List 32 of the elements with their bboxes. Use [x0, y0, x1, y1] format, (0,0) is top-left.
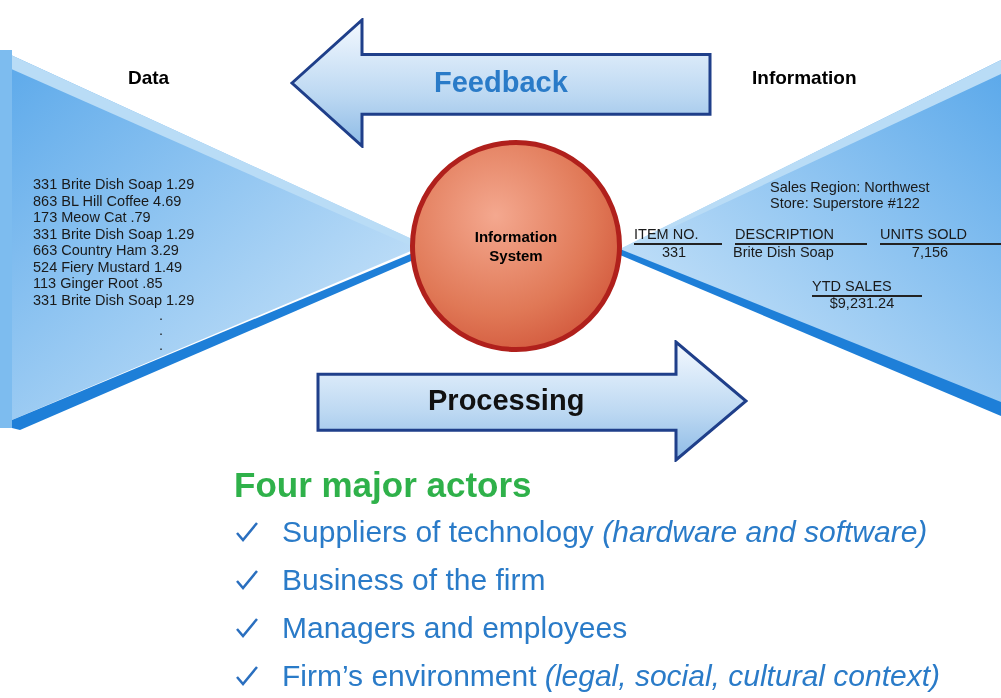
report-text: Brite Dish Soap — [733, 244, 834, 261]
data-record: 173 Meow Cat .79 — [33, 209, 152, 226]
panel-heading: Data — [128, 66, 170, 90]
report-text: Store: Superstore #122 — [770, 195, 920, 212]
panel-heading: Information — [752, 66, 857, 90]
data-record: 331 Brite Dish Soap 1.29 — [33, 291, 195, 308]
ellipsis-dot: . — [159, 308, 165, 323]
data-record: 524 Fiery Mustard 1.49 — [33, 258, 184, 275]
list-item: Business of the firm — [282, 562, 546, 598]
data-record: 663 Country Ham 3.29 — [33, 242, 180, 259]
report-text: $9,231.24 — [828, 295, 896, 312]
report-text: Sales Region: Northwest — [770, 179, 930, 196]
column-header: ITEM NO. — [634, 226, 722, 245]
data-record: 331 Brite Dish Soap 1.29 — [33, 176, 195, 193]
column-header: UNITS SOLD — [880, 226, 1001, 245]
list-item: Firm’s environment (legal, social, cultural context) — [282, 658, 941, 694]
report-text: 7,156 — [910, 244, 950, 261]
edge-label: Feedback — [434, 65, 568, 99]
column-header: DESCRIPTION — [735, 226, 867, 245]
report-text: 331 — [660, 244, 688, 261]
block-arrow — [290, 18, 712, 148]
list-item: Suppliers of technology (hardware and software) — [282, 514, 928, 550]
data-record: 863 BL Hill Coffee 4.69 — [33, 192, 183, 209]
edge-label: Processing — [428, 383, 585, 417]
ellipsis-dot: . — [159, 323, 165, 338]
column-header: YTD SALES — [812, 278, 922, 297]
data-record: 113 Ginger Root .85 — [33, 275, 164, 292]
list-item: Managers and employees — [282, 610, 628, 646]
ellipsis-dot: . — [159, 338, 165, 353]
block-arrow — [316, 340, 748, 462]
data-record: 331 Brite Dish Soap 1.29 — [33, 225, 195, 242]
section-heading: Four major actors — [234, 464, 533, 506]
